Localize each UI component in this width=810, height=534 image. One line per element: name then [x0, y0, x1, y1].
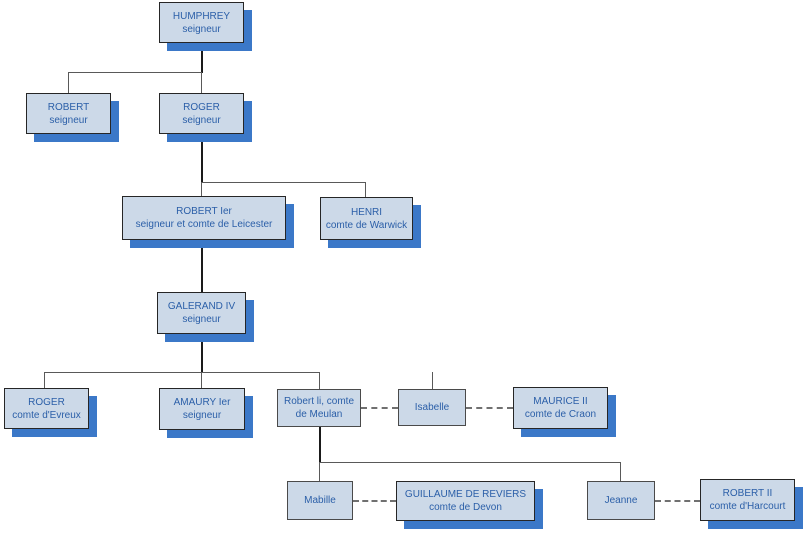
node-guillaume-name: GUILLAUME DE REVIERS — [404, 489, 527, 500]
node-maurice[interactable]: MAURICE II comte de Craon — [513, 387, 608, 429]
node-maurice-title: comte de Craon — [524, 409, 597, 420]
node-mabille-name: Mabille — [304, 495, 336, 506]
node-galerand[interactable]: GALERAND IV seigneur — [157, 292, 246, 334]
link-isabelle-maurice — [466, 407, 513, 409]
node-henri-title: comte de Warwick — [325, 219, 408, 231]
node-henri-name: HENRI — [350, 206, 383, 218]
node-jeanne-name: Jeanne — [604, 495, 638, 506]
node-roger2-title: comte d'Evreux — [12, 409, 81, 421]
node-humphrey-title: seigneur — [182, 23, 221, 35]
node-galerand-title: seigneur — [182, 314, 221, 325]
node-isabelle-name: Isabelle — [414, 402, 450, 413]
node-roger2-name: ROGER — [28, 396, 65, 408]
edge-roger1-down — [201, 134, 203, 183]
node-robert1-name: ROBERT — [47, 101, 90, 113]
node-robert2-title: comte d'Harcourt — [709, 501, 786, 512]
link-robertli-isabelle — [361, 407, 398, 409]
node-mabille[interactable]: Mabille — [287, 481, 353, 520]
link-jeanne-robert2 — [655, 500, 700, 502]
link-mabille-guillaume — [353, 500, 396, 502]
edge-down-isabelle — [432, 372, 433, 390]
edge-down-mabille — [319, 462, 320, 482]
node-guillaume[interactable]: GUILLAUME DE REVIERS comte de Devon — [396, 481, 535, 521]
edge-robertli-down — [319, 427, 321, 463]
node-guillaume-title: comte de Devon — [429, 502, 502, 513]
node-amaury[interactable]: AMAURY Ier seigneur — [159, 388, 245, 430]
edge-down-robert1 — [68, 72, 69, 94]
edge-down-robertier — [201, 182, 202, 197]
edge-down-robertli — [319, 372, 320, 390]
node-robertier[interactable]: ROBERT Ier seigneur et comte de Leicester — [122, 196, 286, 240]
node-isabelle[interactable]: Isabelle — [398, 389, 466, 426]
node-roger1-name: ROGER — [183, 101, 220, 113]
edge-bus-gen2 — [68, 72, 202, 73]
edge-robertier-galerand — [201, 240, 203, 293]
edge-galerand-down — [201, 334, 203, 373]
node-galerand-name: GALERAND IV — [167, 301, 236, 312]
edge-down-henri — [365, 182, 366, 198]
node-maurice-name: MAURICE II — [533, 396, 588, 407]
edge-down-amaury — [201, 372, 202, 389]
node-robert2[interactable]: ROBERT II comte d'Harcourt — [700, 479, 795, 521]
edge-down-roger2 — [44, 372, 45, 389]
node-amaury-name: AMAURY Ier — [173, 397, 231, 408]
node-robert2-name: ROBERT II — [722, 488, 773, 499]
edge-bus-gen6 — [319, 462, 621, 463]
node-robert1-title: seigneur — [49, 114, 88, 126]
node-robertli-name: Robert li, comte — [283, 396, 355, 407]
edge-down-roger1 — [201, 72, 202, 94]
edge-bus-gen5 — [44, 372, 320, 373]
edge-bus-gen3 — [201, 182, 366, 183]
node-robertli-title: de Meulan — [295, 409, 343, 420]
node-robertli[interactable]: Robert li, comte de Meulan — [277, 389, 361, 427]
node-humphrey-name: HUMPHREY — [172, 10, 231, 22]
node-roger1-title: seigneur — [182, 114, 221, 126]
node-jeanne[interactable]: Jeanne — [587, 481, 655, 520]
edge-down-jeanne — [620, 462, 621, 482]
node-amaury-title: seigneur — [182, 410, 222, 421]
edge-humphrey-down — [201, 43, 203, 73]
node-robertier-name: ROBERT Ier — [176, 206, 232, 217]
node-robertier-title: seigneur et comte de Leicester — [135, 219, 273, 230]
